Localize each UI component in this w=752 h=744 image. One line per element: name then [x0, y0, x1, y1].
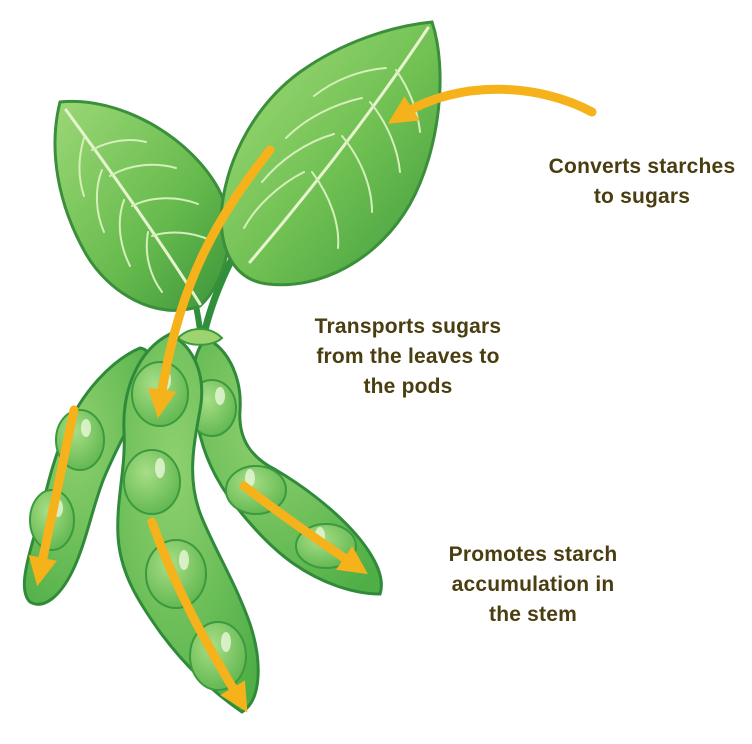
- label-stem-function: Transports sugars from the leaves to the…: [290, 312, 526, 402]
- label-stem-line-2: from the leaves to: [290, 342, 526, 372]
- label-leaf-line-2: to sugars: [534, 182, 750, 212]
- label-stem-line-1: Transports sugars: [290, 312, 526, 342]
- label-pod-function: Promotes starch accumulation in the stem: [420, 540, 646, 630]
- left-leaf: [55, 101, 229, 310]
- label-pod-line-2: accumulation in: [420, 570, 646, 600]
- label-stem-line-3: the pods: [290, 372, 526, 402]
- label-leaf-function: Converts starches to sugars: [534, 152, 750, 212]
- pod-stem-cap: [178, 329, 222, 345]
- label-pod-line-1: Promotes starch: [420, 540, 646, 570]
- label-leaf-line-1: Converts starches: [534, 152, 750, 182]
- right-leaf: [221, 22, 440, 285]
- label-pod-line-3: the stem: [420, 600, 646, 630]
